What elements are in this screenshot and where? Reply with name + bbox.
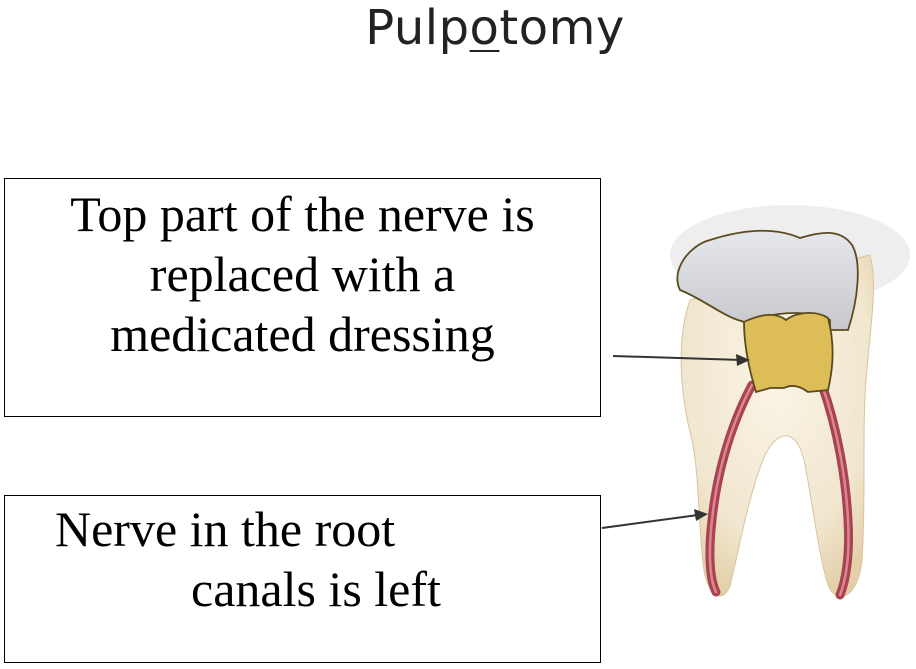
pointer-line-dressing [612,355,743,361]
title-part-1: Pulp [365,0,470,56]
title-underlined-letter: o [469,0,500,56]
label-line: Top part of the nerve is [70,186,535,242]
pointer-arrowhead-dressing [736,354,750,366]
label-line: Nerve in the root [55,501,396,557]
label-line: canals is left [191,561,441,617]
label-line: replaced with a [149,246,456,302]
pointer-line-nerve [601,514,699,529]
diagram-title: Pulpotomy [300,0,690,56]
medicated-dressing [743,312,834,394]
label-box-dressing: Top part of the nerve is replaced with a… [4,178,601,417]
label-box-nerve: Nerve in the root canals is left [4,495,601,663]
title-part-2: tomy [499,0,625,56]
root-canal-right-highlight [820,383,850,597]
label-line: medicated dressing [110,306,495,362]
root-canal-left-highlight [708,383,754,594]
pointer-arrowhead-nerve [694,509,708,521]
